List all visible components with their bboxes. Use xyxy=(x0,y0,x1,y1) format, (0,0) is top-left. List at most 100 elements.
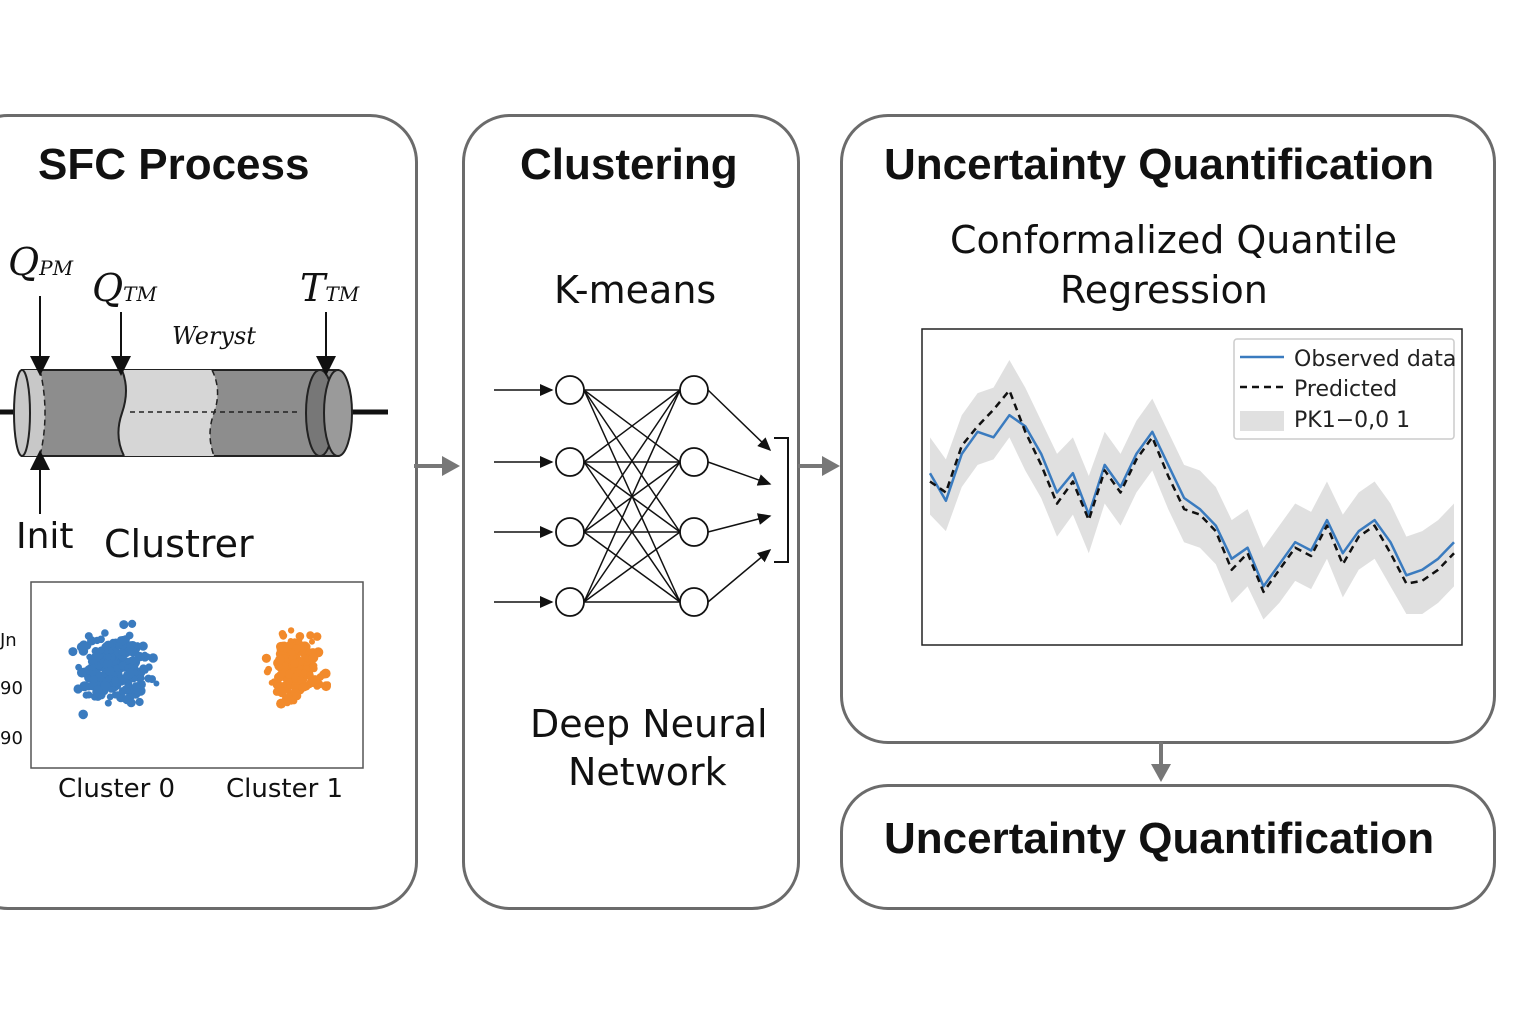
legend-predicted-label: Predicted xyxy=(1294,377,1397,402)
sfc-process-panel xyxy=(0,114,418,910)
cluster-1-point xyxy=(319,670,328,679)
cqr-chart: Observed data Predicted PK1−0,0 1 xyxy=(921,328,1463,646)
cluster-1-point xyxy=(277,687,287,698)
nn-output-arrow xyxy=(707,513,772,533)
cluster-1-point xyxy=(261,653,271,663)
nn-input-node xyxy=(555,517,585,547)
cluster-1-point xyxy=(278,630,287,638)
nn-hidden-node xyxy=(679,375,709,405)
cluster-0-point xyxy=(123,686,131,694)
cluster-1-point xyxy=(265,665,273,673)
cluster-1-point xyxy=(324,681,331,688)
prediction-interval-band xyxy=(930,360,1454,620)
cqr-subtitle-line1: Conformalized Quantile xyxy=(950,218,1398,262)
cluster-0-point xyxy=(107,686,115,693)
cluster-1-point xyxy=(309,638,315,645)
neural-network-diagram xyxy=(494,375,789,617)
nn-edge xyxy=(583,389,681,463)
dnn-label-line2: Network xyxy=(568,750,727,794)
cluster-0-point xyxy=(144,674,153,683)
observed-data-line xyxy=(928,413,1455,588)
cluster-scatter-plot xyxy=(30,581,364,769)
init-label: Init xyxy=(16,516,74,557)
scatter-ytick-3: 90 xyxy=(0,728,23,749)
cluster-0-point xyxy=(68,647,78,657)
nn-edge xyxy=(583,461,681,603)
cluster-0-point xyxy=(134,651,145,662)
tube-segment-light-mid xyxy=(118,370,218,456)
flow-arrow-2 xyxy=(798,456,840,476)
scatter-ytick-1: Jn xyxy=(0,630,17,651)
chart-legend: Observed data Predicted PK1−0,0 1 xyxy=(1233,338,1456,440)
cluster-0-point xyxy=(93,685,103,694)
cluster-1-point xyxy=(288,649,296,657)
cluster-1-point xyxy=(277,670,286,678)
cluster-1-point xyxy=(298,683,307,692)
cluster-1-point xyxy=(312,632,322,641)
flow-arrow-1 xyxy=(414,456,460,476)
tube-reactor-diagram xyxy=(0,296,388,514)
cqr-subtitle-line2: Regression xyxy=(1060,268,1268,312)
cluster-0-point xyxy=(148,653,158,663)
cluster-0-point xyxy=(153,680,160,687)
cluster-0-point xyxy=(89,669,97,677)
nn-input-node xyxy=(555,447,585,477)
t-tm-label: TTM xyxy=(300,266,360,310)
cluster-1-point xyxy=(306,670,314,678)
nn-edge xyxy=(583,389,681,603)
clustrer-label: Clustrer xyxy=(104,522,254,566)
nn-hidden-node xyxy=(679,517,709,547)
cluster-0-point xyxy=(128,619,137,628)
q-pm-label: QPM xyxy=(8,240,74,284)
nn-hidden-node xyxy=(679,587,709,617)
tube-end-left xyxy=(13,369,31,457)
dnn-label-line1: Deep Neural xyxy=(530,702,768,746)
cluster-0-point xyxy=(125,631,134,640)
nn-output-arrow xyxy=(707,549,772,603)
cluster-1-point xyxy=(309,661,318,670)
cluster-0-point xyxy=(87,636,97,646)
uq-title: Uncertainty Quantification xyxy=(884,140,1435,189)
cluster-0-point xyxy=(119,620,129,630)
cluster-0-point xyxy=(73,684,83,694)
cluster-1-point xyxy=(290,659,299,668)
cluster-0-point xyxy=(105,666,115,676)
nn-input-node xyxy=(555,375,585,405)
cluster-0-point xyxy=(105,653,112,661)
cluster-0-point xyxy=(131,682,141,691)
cluster-0-point xyxy=(91,651,102,662)
cluster-0-point xyxy=(115,642,123,650)
cluster-1-point xyxy=(306,631,315,640)
cluster-0-point xyxy=(111,676,119,685)
weryst-label: Weryst xyxy=(172,322,256,350)
cluster-0-point xyxy=(135,697,144,707)
cluster-0-point xyxy=(75,663,82,671)
cluster-0-point xyxy=(125,668,135,679)
cluster-0-point xyxy=(78,709,88,720)
cluster-1-point xyxy=(300,669,308,676)
cluster-1-point xyxy=(276,641,286,652)
cluster-1-point xyxy=(268,679,275,686)
legend-band-swatch xyxy=(1240,411,1284,431)
cluster-0-point xyxy=(86,653,93,661)
cluster-0-point xyxy=(82,691,90,699)
legend-box xyxy=(1233,338,1455,440)
cluster-1-point xyxy=(275,654,285,665)
uq-bottom-title: Uncertainty Quantification xyxy=(884,814,1435,863)
cluster-1-point xyxy=(308,652,319,663)
cluster-0-point xyxy=(126,698,136,708)
nn-edge xyxy=(583,531,681,603)
cluster-0-point xyxy=(139,664,148,673)
cluster-0-point xyxy=(118,648,126,656)
tube-divider-3 xyxy=(209,369,219,457)
cluster-0-point xyxy=(107,640,114,648)
tube-divider-1 xyxy=(39,369,46,457)
cluster-0-point xyxy=(106,693,114,701)
sfc-process-title: SFC Process xyxy=(38,140,310,189)
nn-output-arrow xyxy=(707,389,772,452)
legend-observed-label: Observed data xyxy=(1294,347,1456,372)
cluster-1-point xyxy=(280,681,287,689)
predicted-line xyxy=(929,389,1455,594)
cluster-1-point xyxy=(284,669,294,679)
cluster-0-point xyxy=(100,680,111,691)
